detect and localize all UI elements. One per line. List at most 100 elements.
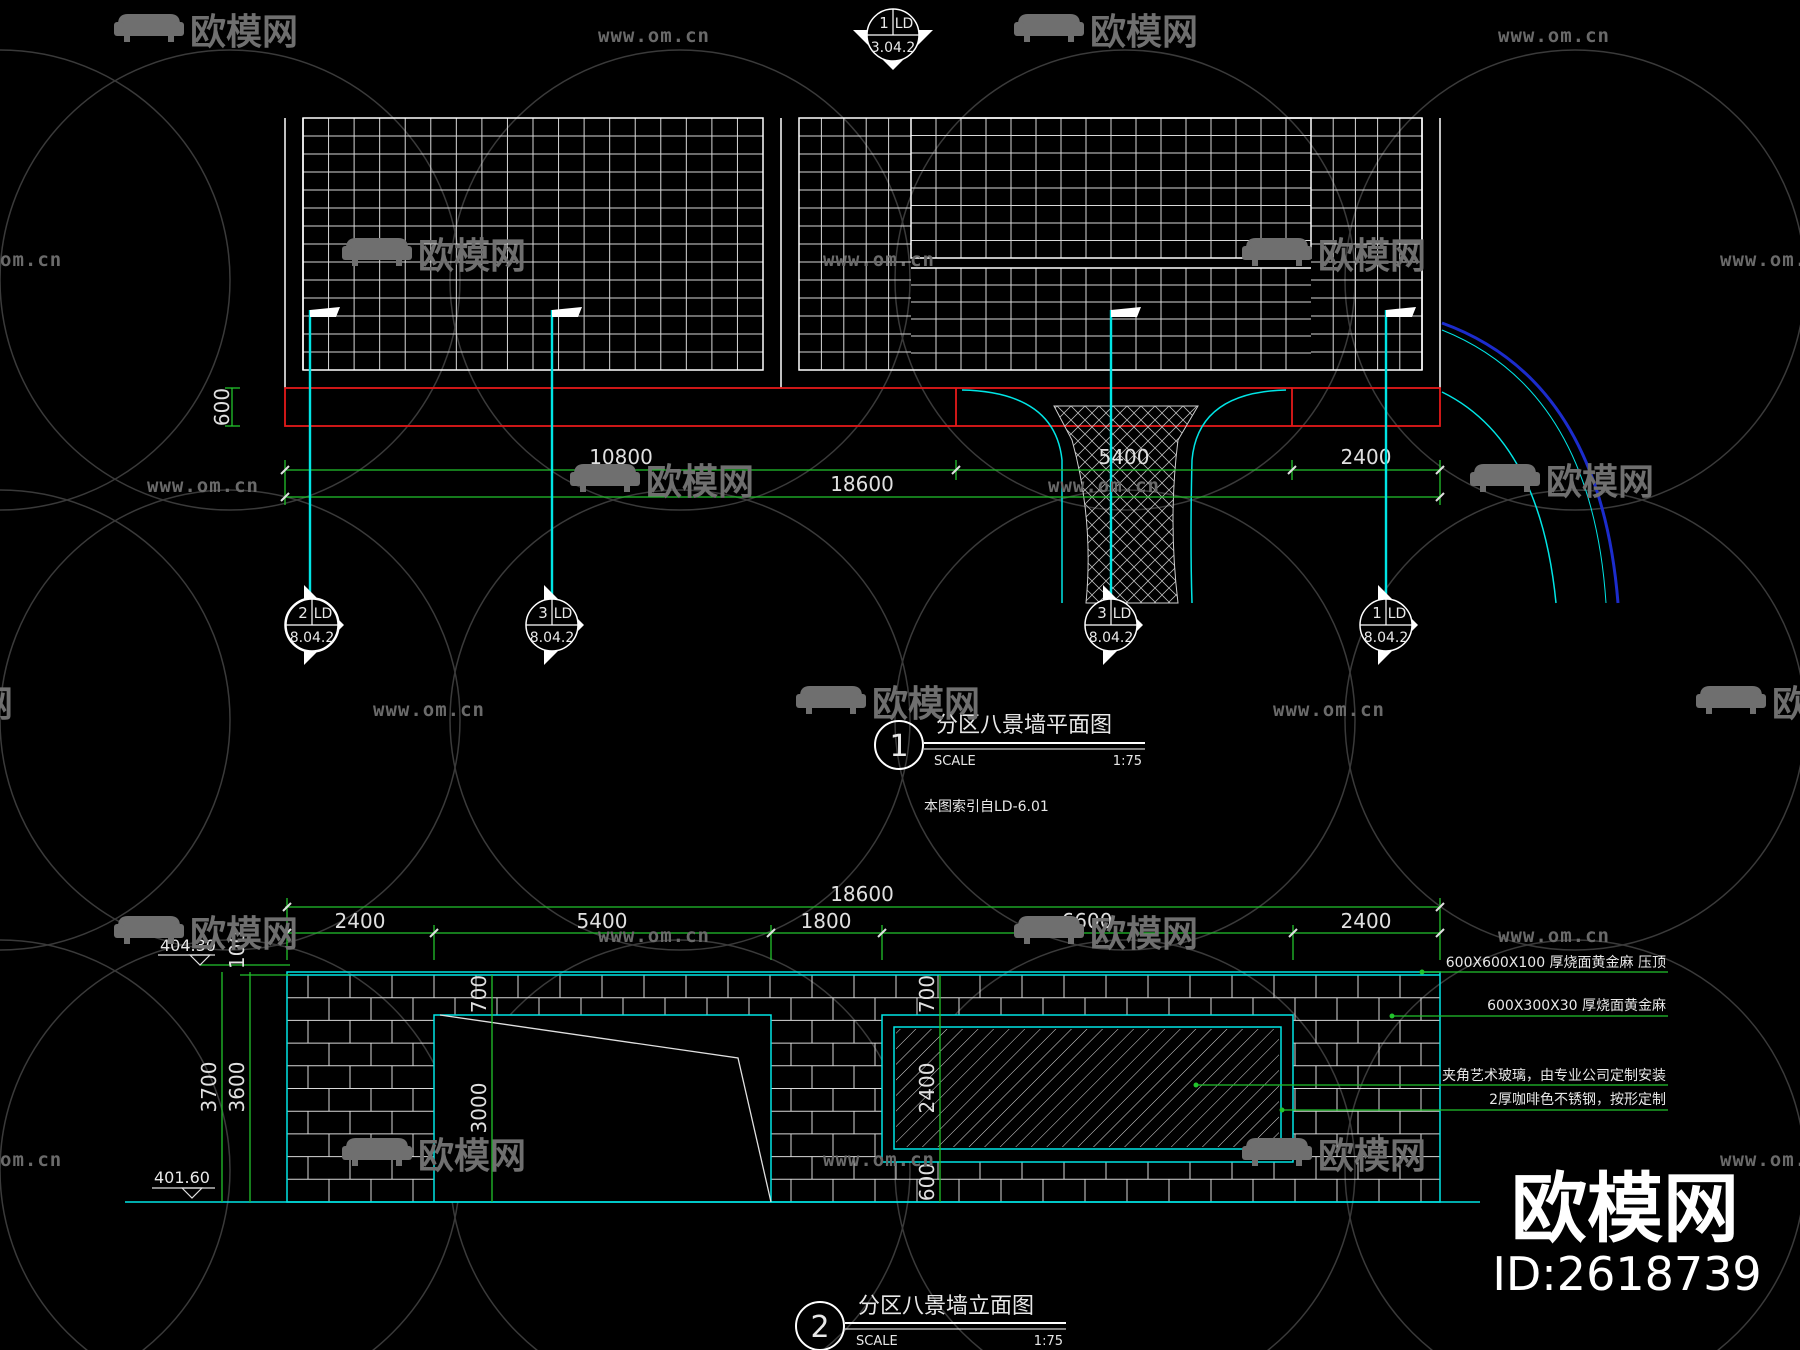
watermark-url: www.om.cn bbox=[823, 1149, 935, 1171]
sofa-icon bbox=[1014, 14, 1084, 42]
elevation-glass-lines bbox=[439, 1014, 772, 1203]
elev-dim-700b: 700 bbox=[915, 975, 939, 1013]
watermark-brand: 欧模网 bbox=[418, 236, 526, 277]
elevation-title-number: 2 bbox=[810, 1310, 829, 1345]
watermark-brand: 欧模网 bbox=[1772, 684, 1800, 725]
plan-view: 10800 5400 2400 18600 600 2 LD 8.04.2 bbox=[210, 8, 1620, 815]
watermark-brand: 欧模网 bbox=[1318, 236, 1426, 277]
sofa-icon bbox=[796, 686, 866, 714]
plan-title: 分区八景墙平面图 bbox=[936, 713, 1112, 738]
plan-title-block: 1 分区八景墙平面图 SCALE 1:75 本图索引自LD-6.01 bbox=[874, 713, 1145, 815]
section-code: LD bbox=[554, 606, 573, 622]
watermark-url: www.om.cn bbox=[1498, 925, 1610, 947]
annotation-glass: 夹角艺术玻璃，由专业公司定制安装 bbox=[1442, 1067, 1666, 1084]
sofa-icon bbox=[114, 14, 184, 42]
level-mark-bottom: 401.60 bbox=[152, 1168, 215, 1199]
elev-dim-18600: 18600 bbox=[830, 882, 894, 906]
plan-note: 本图索引自LD-6.01 bbox=[924, 798, 1049, 815]
brand-stamp: 欧模网 ID:2618739 bbox=[1492, 1164, 1761, 1301]
plan-paved-path bbox=[961, 321, 1620, 604]
section-sheet: 8.04.2 bbox=[1089, 630, 1134, 646]
watermark-url: www.om.cn bbox=[147, 475, 259, 497]
watermark-url: om.cn bbox=[0, 249, 62, 271]
section-marker-top[interactable]: 1 LD 3.04.2 bbox=[853, 8, 933, 70]
watermark-brand: 欧模网 bbox=[1090, 914, 1198, 955]
elevation-dimension-lines bbox=[200, 898, 1441, 1202]
section-marker-4[interactable]: 1 LD 8.04.2 bbox=[1359, 585, 1418, 665]
watermark-brand: 欧模网 bbox=[646, 462, 754, 503]
watermark-brand: 欧模网 bbox=[1318, 1136, 1426, 1177]
watermark-circle bbox=[0, 489, 231, 951]
annotation-coping: 600X600X100 厚烧面黄金麻 压顶 bbox=[1446, 954, 1666, 971]
watermark-brand: 欧模网 bbox=[190, 12, 298, 53]
elevation-title-block: 2 分区八景墙立面图 SCALE 1:75 bbox=[795, 1294, 1066, 1350]
watermark-brand: 欧模网 bbox=[418, 1136, 526, 1177]
elev-dim-600: 600 bbox=[915, 1163, 939, 1201]
elev-dim-3000: 3000 bbox=[467, 1083, 491, 1134]
section-code: LD bbox=[314, 606, 333, 622]
watermark-brand: 欧模网 bbox=[190, 914, 298, 955]
watermark-circle bbox=[894, 939, 1356, 1350]
elev-dim-5400: 5400 bbox=[577, 909, 628, 933]
elevation-scale: 1:75 bbox=[1034, 1334, 1063, 1349]
section-num: 2 bbox=[298, 604, 308, 622]
elev-dim-2400b: 2400 bbox=[1341, 909, 1392, 933]
watermark-url: www.om.cn bbox=[1048, 475, 1160, 497]
sofa-icon bbox=[1470, 464, 1540, 492]
elevation-view: 18600 2400 5400 1800 6600 2400 3700 3600… bbox=[125, 882, 1668, 1350]
plan-wall-strip bbox=[284, 387, 1441, 427]
brand-id: ID:2618739 bbox=[1492, 1247, 1761, 1301]
watermark-circle bbox=[0, 489, 461, 951]
elev-dim-3700: 3700 bbox=[197, 1062, 221, 1113]
section-sheet: 8.04.2 bbox=[290, 630, 335, 646]
plan-title-number: 1 bbox=[889, 729, 908, 764]
annotation-dots bbox=[1193, 969, 1425, 1113]
watermark-brand: 欧模网 bbox=[1546, 462, 1654, 503]
plan-outlines bbox=[284, 117, 1441, 388]
section-marker-2[interactable]: 3 LD 8.04.2 bbox=[525, 585, 584, 665]
sofa-icon bbox=[570, 464, 640, 492]
watermark-brand: 欧模网 bbox=[0, 684, 13, 725]
section-sheet: 3.04.2 bbox=[871, 40, 916, 56]
watermark-url: www.om.cn bbox=[823, 249, 935, 271]
plan-scale-label: SCALE bbox=[934, 754, 976, 769]
watermark-brand: 欧模网 bbox=[1090, 12, 1198, 53]
elev-dim-100: 100 bbox=[225, 931, 249, 969]
elevation-glass-opening bbox=[434, 1015, 771, 1202]
elevation-cyan-outlines bbox=[125, 971, 1480, 1203]
annotation-leaders bbox=[1196, 971, 1668, 1111]
plan-dim-2400: 2400 bbox=[1341, 445, 1392, 469]
elevation-title: 分区八景墙立面图 bbox=[858, 1294, 1034, 1319]
elevation-steel-hatch bbox=[896, 1029, 1279, 1147]
watermark-url: www.om.cn bbox=[1720, 249, 1800, 271]
watermark-url: www.om.cn bbox=[598, 25, 710, 47]
watermark-url: om.cn bbox=[0, 1149, 62, 1171]
watermark-url: www.om.cn bbox=[598, 925, 710, 947]
watermark-circle bbox=[0, 49, 231, 511]
section-marker-1[interactable]: 2 LD 8.04.2 bbox=[284, 585, 344, 665]
sofa-icon bbox=[342, 238, 412, 266]
elev-dim-1800: 1800 bbox=[801, 909, 852, 933]
brand-large: 欧模网 bbox=[1511, 1164, 1739, 1253]
elevation-dim-ticks bbox=[282, 902, 1445, 938]
annotation-cladding: 600X300X30 厚烧面黄金麻 bbox=[1487, 997, 1666, 1014]
sofa-icon bbox=[1242, 1138, 1312, 1166]
level-bottom: 401.60 bbox=[154, 1168, 210, 1187]
sofa-icon bbox=[114, 916, 184, 944]
watermark-circle bbox=[1344, 939, 1800, 1350]
watermark-circle bbox=[0, 939, 231, 1350]
section-num: 1 bbox=[1372, 604, 1382, 622]
section-code: LD bbox=[895, 16, 914, 32]
plan-section-flags bbox=[310, 307, 1416, 317]
annotation-steel: 2厚咖啡色不锈钢，按形定制 bbox=[1489, 1091, 1666, 1108]
elevation-scale-label: SCALE bbox=[856, 1334, 898, 1349]
sofa-icon bbox=[1696, 686, 1766, 714]
elev-dim-2400a: 2400 bbox=[335, 909, 386, 933]
watermark-url: www.om.cn bbox=[1273, 699, 1385, 721]
section-marker-3[interactable]: 3 LD 8.04.2 bbox=[1084, 585, 1143, 665]
plan-section-lines bbox=[308, 310, 1388, 600]
elev-dim-700a: 700 bbox=[467, 975, 491, 1013]
watermark-url: www.om.cn bbox=[373, 699, 485, 721]
